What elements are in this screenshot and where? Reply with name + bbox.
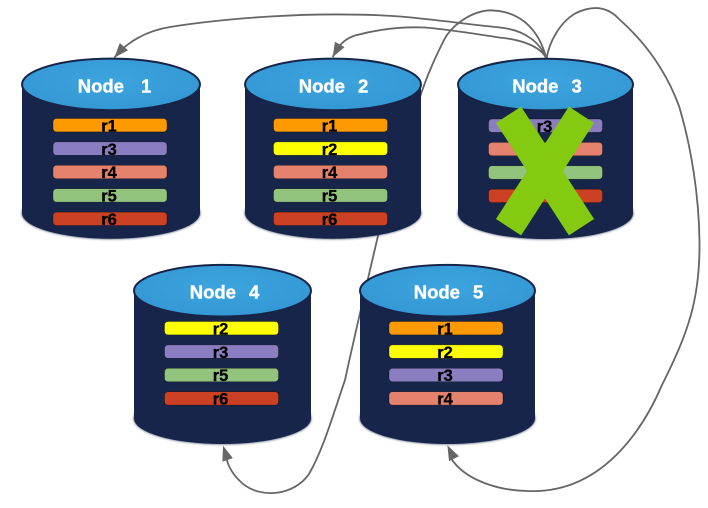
svg-text:r3: r3 [537,118,553,136]
svg-text:r2: r2 [322,141,338,159]
svg-text:r1: r1 [101,117,117,135]
svg-text:r3: r3 [437,367,453,385]
svg-text:r6: r6 [322,211,338,229]
svg-text:r4: r4 [437,391,453,409]
svg-text:r4: r4 [101,164,117,182]
svg-text:r2: r2 [437,344,453,362]
svg-text:r6: r6 [213,391,229,409]
svg-text:r2: r2 [213,320,229,338]
svg-text:r5: r5 [322,188,338,206]
svg-text:r5: r5 [101,188,117,206]
svg-text:r4: r4 [322,164,338,182]
svg-text:r3: r3 [213,344,229,362]
svg-text:r1: r1 [437,320,453,338]
svg-text:r3: r3 [101,141,117,159]
svg-text:r6: r6 [101,211,117,229]
svg-text:r1: r1 [322,117,338,135]
svg-text:r5: r5 [213,367,229,385]
